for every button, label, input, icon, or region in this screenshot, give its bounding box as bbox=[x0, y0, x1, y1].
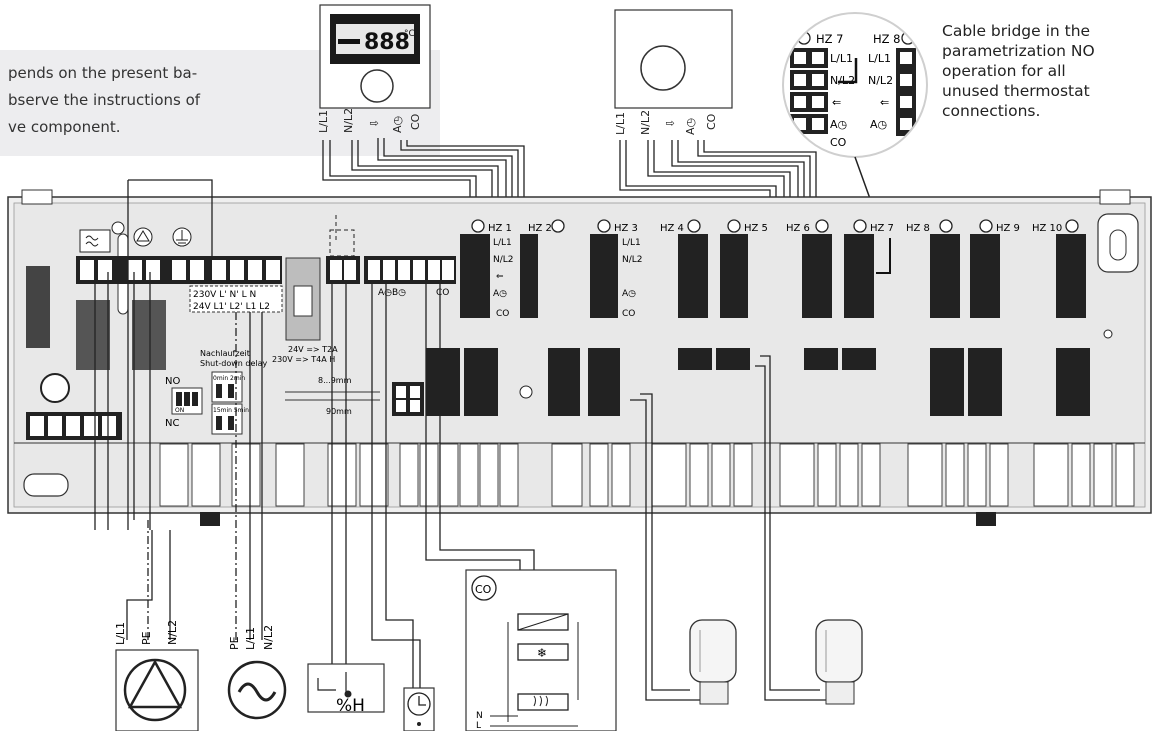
timer-label-1: 0min 2min bbox=[213, 375, 245, 382]
mag-bridge-wire bbox=[838, 58, 858, 84]
thermostat-knob bbox=[640, 45, 686, 91]
cable-bridge-line-5: connections. bbox=[942, 102, 1041, 120]
cable-bridge-line-1: Cable bridge in the bbox=[942, 22, 1091, 40]
humidity-sensor: %H bbox=[307, 663, 385, 716]
zone-label-3: HZ 3 bbox=[614, 223, 638, 234]
zone-label-10: HZ 10 bbox=[1032, 223, 1062, 234]
power-term-n: N/L2 bbox=[262, 625, 275, 650]
co-term-l: L bbox=[476, 721, 481, 731]
thermostat-unit: °C bbox=[404, 29, 415, 39]
co-term-n: N bbox=[476, 711, 483, 721]
thermostat-dial bbox=[360, 69, 394, 103]
bottom-cables bbox=[94, 179, 830, 701]
fuse-label-24v: 24V => T2A bbox=[288, 345, 338, 354]
tl-term-co: CO bbox=[409, 113, 422, 130]
cable-bridge-line-3: operation for all bbox=[942, 62, 1066, 80]
zone-3-a: A◷ bbox=[622, 289, 636, 299]
mag-term-n: N/L2 bbox=[830, 74, 855, 87]
zone-3-n: N/L2 bbox=[622, 255, 643, 265]
actuator-terminals bbox=[426, 348, 1090, 416]
mag-term-l1: L/L1 bbox=[830, 52, 853, 65]
co-badge: CO bbox=[475, 583, 492, 596]
fuse-label-230v: 230V => T4A H bbox=[272, 355, 335, 364]
pump-term-n: N/L2 bbox=[166, 620, 179, 645]
circulation-pump: L/L1 PE N/L2 bbox=[114, 620, 199, 731]
mag-term-arrow: ⇐ bbox=[832, 96, 841, 109]
pump-term-l1: L/L1 bbox=[114, 622, 127, 645]
zone-label-4: HZ 4 bbox=[660, 223, 684, 234]
mag-term-a: A◷ bbox=[830, 118, 847, 131]
clock-timer bbox=[403, 687, 435, 731]
zone-3-co: CO bbox=[622, 309, 635, 319]
cable-bridge-line-4: unused thermostat bbox=[942, 82, 1090, 100]
zone-1-co: CO bbox=[496, 309, 509, 319]
zone-3-l1: L/L1 bbox=[622, 238, 641, 248]
cooling-icon: ❄ bbox=[537, 646, 547, 660]
label-co-terminal: CO bbox=[436, 288, 449, 298]
zone-label-7: HZ 7 bbox=[870, 223, 894, 234]
zone-label-8: HZ 8 bbox=[906, 223, 930, 234]
tl-term-a: A◷ bbox=[391, 116, 404, 133]
note-line-1: pends on the present ba- bbox=[8, 64, 198, 82]
note-line-3: ve component. bbox=[8, 118, 121, 136]
zone-1-n: N/L2 bbox=[493, 255, 514, 265]
label-230v: 230V L' N' L N bbox=[193, 290, 256, 300]
zone-label-9: HZ 9 bbox=[996, 223, 1020, 234]
label-ab-terminals: A◷B◷ bbox=[378, 288, 406, 298]
zone-1-a: A◷ bbox=[493, 289, 507, 299]
mag-term-co: CO bbox=[830, 136, 847, 149]
humidity-label: %H bbox=[336, 696, 365, 716]
zone-label-6: HZ 6 bbox=[786, 223, 810, 234]
dip-label-nc: NC bbox=[165, 418, 179, 429]
mag-term-arrow-b: ⇐ bbox=[880, 96, 889, 109]
timer-label-2: 15min 5min bbox=[213, 407, 249, 414]
mag-term-n-b: N/L2 bbox=[868, 74, 893, 87]
tr-term-l1: L/L1 bbox=[614, 112, 627, 135]
mag-term-a-b: A◷ bbox=[870, 118, 887, 131]
note-line-2: bserve the instructions of bbox=[8, 91, 201, 109]
mag-term-l1-b: L/L1 bbox=[868, 52, 891, 65]
dimension-strip: 8...9mm bbox=[318, 376, 352, 385]
mag-zone-right: HZ 8 bbox=[873, 32, 901, 46]
heating-icon bbox=[533, 695, 548, 707]
thermostat-digital: 888 °C L/L1 N/L2 ⇩ A◷ CO bbox=[317, 4, 431, 133]
shutdown-label-en: Shut-down delay bbox=[200, 359, 267, 368]
actuator-2 bbox=[815, 619, 863, 705]
tl-term-arrow: ⇩ bbox=[368, 119, 381, 128]
tr-term-co: CO bbox=[705, 113, 718, 130]
zone-label-1: HZ 1 bbox=[488, 223, 512, 234]
mag-zone-left: HZ 7 bbox=[816, 32, 844, 46]
tr-term-a: A◷ bbox=[684, 118, 697, 135]
dimension-length: 90mm bbox=[326, 407, 352, 416]
dip-label-no: NO bbox=[165, 376, 180, 387]
actuator-1 bbox=[689, 619, 737, 705]
dip-on-label: ON bbox=[175, 407, 184, 414]
power-supply: PE L/L1 N/L2 bbox=[227, 625, 287, 720]
shutdown-label-de: Nachlaufzeit bbox=[200, 349, 250, 358]
co-module: CO ❄ N L bbox=[465, 569, 617, 731]
zone-label-5: HZ 5 bbox=[744, 223, 768, 234]
tr-term-arrow: ⇩ bbox=[664, 119, 677, 128]
power-term-pe: PE bbox=[228, 636, 241, 650]
heat-icon bbox=[85, 235, 99, 247]
zone-1-arrow: ⇐ bbox=[496, 272, 504, 282]
pump-term-pe: PE bbox=[140, 631, 153, 645]
tl-term-n: N/L2 bbox=[342, 108, 355, 133]
thermostat-display: 888 bbox=[364, 30, 410, 55]
cable-bridge-line-2: parametrization NO bbox=[942, 42, 1095, 60]
tr-term-n: N/L2 bbox=[639, 110, 652, 135]
zone-1-l1: L/L1 bbox=[493, 238, 512, 248]
power-term-l1: L/L1 bbox=[244, 627, 257, 650]
zone-terminals: HZ 1 L/L1 N/L2 ⇐ A◷ CO HZ 2 HZ 3 L/L1 N/… bbox=[460, 219, 1086, 319]
tl-term-l1: L/L1 bbox=[317, 110, 330, 133]
label-24v: 24V L1' L2' L1 L2 bbox=[193, 302, 270, 312]
thermostat-analog: L/L1 N/L2 ⇩ A◷ CO bbox=[614, 9, 733, 135]
relay-row bbox=[159, 443, 1135, 507]
zone-label-2: HZ 2 bbox=[528, 223, 552, 234]
